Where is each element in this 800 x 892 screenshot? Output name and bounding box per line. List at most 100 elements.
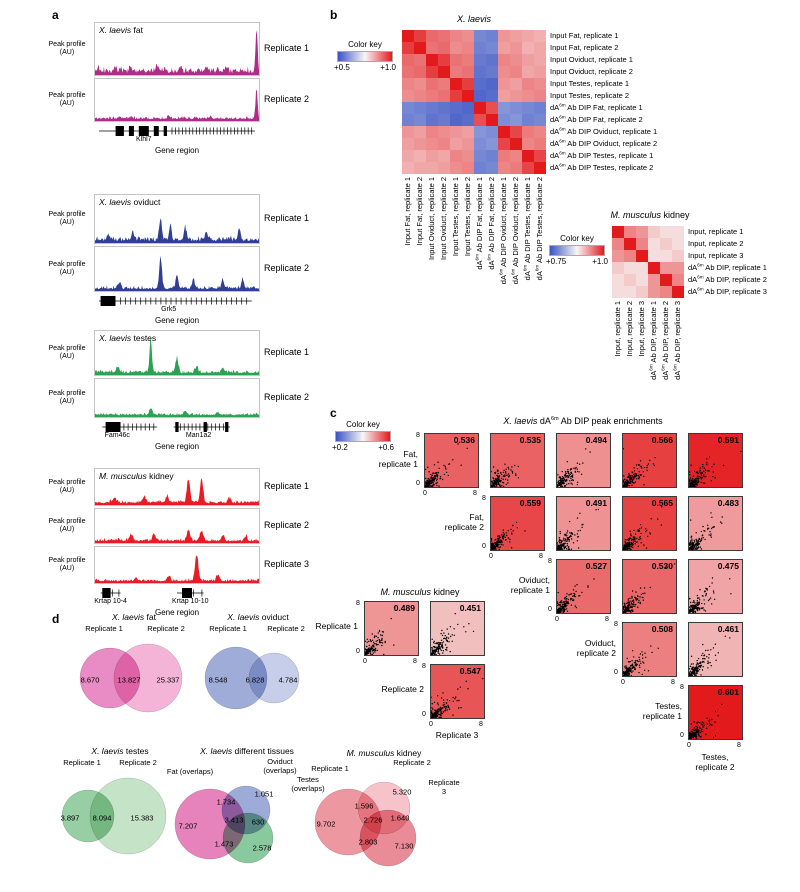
heatmap-cell: [414, 78, 426, 90]
heatmap-cell: [450, 78, 462, 90]
venn-set-label: Oviduct (overlaps): [263, 757, 297, 775]
correlation-value: 0.591: [717, 435, 739, 445]
heatmap-column-label: dA6m Ab DIP Testes, replicate 2: [534, 177, 545, 281]
heatmap-cell: [498, 54, 510, 66]
gene-model-svg: [100, 588, 204, 598]
gene-model: [94, 124, 260, 138]
heatmap-column-label: dA6m Ab DIP Testes, replicate 1: [522, 177, 533, 281]
heatmap-cell: [462, 42, 474, 54]
venn-set-label: Testes (overlaps): [291, 775, 325, 793]
heatmap-cell: [672, 238, 684, 250]
heatmap-title-mmusculus: M. musculus kidney: [610, 210, 690, 220]
venn-count: 2.726: [363, 815, 383, 825]
heatmap-cell: [462, 90, 474, 102]
peak-profile-axis-label: Peak profile (AU): [48, 211, 86, 226]
venn-circles: [298, 748, 470, 886]
heatmap-cell: [414, 42, 426, 54]
heatmap-row-label: Input Fat, replicate 2: [550, 43, 619, 52]
heatmap-cell: [474, 90, 486, 102]
peak-profile-plot: [95, 218, 259, 243]
correlation-value: 0.547: [459, 666, 481, 676]
heatmap-cell: [498, 114, 510, 126]
heatmap-cell: [612, 250, 624, 262]
heatmap-cell: [426, 114, 438, 126]
venn-set-label: Replicate 2: [147, 624, 185, 633]
heatmap-cell: [438, 114, 450, 126]
peak-profile-track: [94, 22, 260, 76]
heatmap-cell: [462, 102, 474, 114]
heatmap-cell: [672, 262, 684, 274]
venn-title: M. musculus kidney: [346, 748, 422, 758]
heatmap-cell: [636, 250, 648, 262]
heatmap-column-label: Input Testes, replicate 1: [451, 177, 460, 257]
heatmap-cell: [624, 286, 636, 298]
venn-set-label: Replicate 1: [63, 758, 101, 767]
heatmap-cell: [450, 90, 462, 102]
heatmap-cell: [624, 262, 636, 274]
color-key-gradient: [335, 431, 391, 442]
heatmap-column-label: dA6m Ab DIP, replicate 2: [660, 301, 671, 380]
heatmap-cell: [474, 138, 486, 150]
y-axis-min-label: 0: [548, 606, 552, 613]
panel-label-d: d: [52, 612, 60, 626]
heatmap-cell: [660, 262, 672, 274]
heatmap-cell: [486, 90, 498, 102]
correlation-value: 0.461: [717, 624, 739, 634]
color-key: Color key+0.75+1.0: [546, 234, 608, 266]
gene-model-svg: [98, 296, 252, 306]
gene-name-label: Krtap 10-10: [171, 598, 209, 605]
heatmap-column-label: Input Testes, replicate 2: [463, 177, 472, 257]
heatmap-row-label: Input Testes, replicate 1: [550, 79, 630, 88]
correlation-value: 0.451: [459, 603, 481, 613]
heatmap-cell: [486, 78, 498, 90]
y-axis-min-label: 0: [422, 711, 426, 718]
scatter-cell: 0.475: [688, 559, 743, 614]
heatmap-cell: [534, 78, 546, 90]
heatmap-cell: [648, 262, 660, 274]
heatmap-cell: [474, 54, 486, 66]
color-key-gradient: [337, 51, 393, 62]
scatter-points: [425, 443, 468, 487]
heatmap-cell: [462, 150, 474, 162]
replicate-label: Replicate 1: [264, 347, 310, 357]
heatmap-cell: [438, 90, 450, 102]
scatter-points: [491, 463, 520, 487]
heatmap-column-label: dA6m Ab DIP Fat, replicate 1: [474, 177, 485, 270]
scatter-points: [623, 563, 676, 613]
heatmap-cell: [672, 250, 684, 262]
heatmap-cell: [402, 162, 414, 174]
scatter-cell: 0.559: [490, 496, 545, 551]
heatmap-cell: [522, 42, 534, 54]
venn-circles: [64, 612, 204, 734]
heatmap-cell: [414, 138, 426, 150]
y-axis-max-label: 8: [422, 663, 426, 670]
heatmap-column-label: dA6m Ab DIP Fat, replicate 2: [486, 177, 497, 270]
heatmap-cell: [624, 238, 636, 250]
gene-name-label: Klhl7: [136, 136, 152, 143]
heatmap-cell: [522, 66, 534, 78]
heatmap-cell: [414, 126, 426, 138]
scatter-points: [491, 521, 526, 550]
gene-model-svg: [98, 126, 256, 136]
heatmap-cell: [438, 150, 450, 162]
venn-set-label: Replicate 2: [119, 758, 157, 767]
heatmap-cell: [498, 150, 510, 162]
track-group-title: X. laevis oviduct: [99, 197, 161, 207]
heatmap-cell: [510, 30, 522, 42]
heatmap-cell: [534, 126, 546, 138]
heatmap-cell: [414, 30, 426, 42]
correlation-value: 0.494: [585, 435, 607, 445]
peak-profile-plot: [95, 89, 259, 121]
heatmap-cell: [612, 226, 624, 238]
heatmap-cell: [474, 126, 486, 138]
peak-profile-axis-label: Peak profile (AU): [48, 557, 86, 572]
venn-set-label: Replicate 2: [393, 758, 431, 767]
venn-count: 4.784: [278, 675, 298, 685]
color-key-title: Color key: [348, 40, 382, 49]
scatter-cell: 0.508: [622, 622, 677, 677]
heatmap-cell: [534, 162, 546, 174]
track-group-title: X. laevis fat: [99, 25, 143, 35]
